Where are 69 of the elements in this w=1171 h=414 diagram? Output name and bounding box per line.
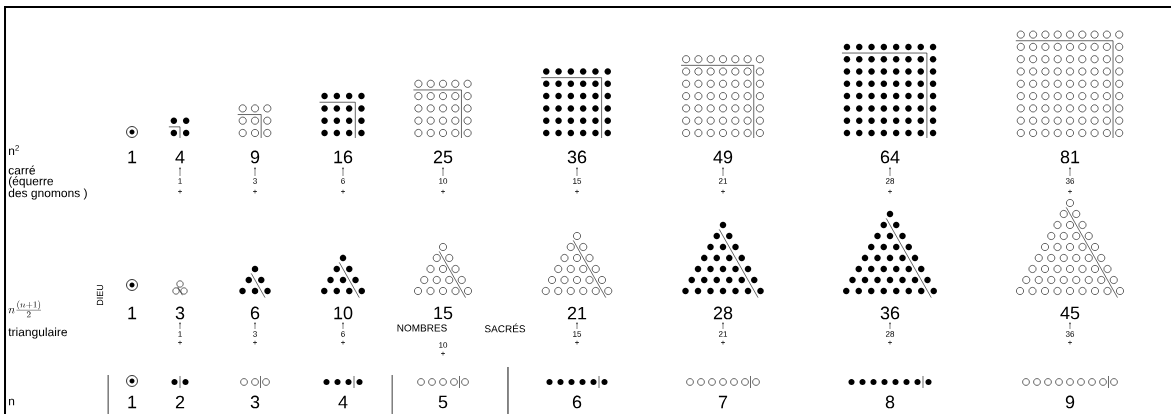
number-label: 7 (718, 395, 728, 409)
number-label: 6 (250, 306, 260, 320)
sum-number: 36 (1065, 331, 1075, 337)
sum-number: 21 (718, 178, 728, 184)
number-label: 9 (250, 150, 260, 164)
plus-sign: + (341, 189, 345, 194)
number-label: 16 (334, 150, 353, 164)
plus-sign: + (888, 189, 892, 194)
sum-number: 10 (439, 342, 448, 348)
row-label: n$^{2}$ (9, 145, 19, 155)
sum-number: 1 (178, 178, 182, 184)
number-label: 28 (713, 306, 733, 320)
sum-number: 15 (573, 331, 582, 337)
plus-sign: + (575, 340, 579, 345)
plus-sign: + (721, 189, 725, 194)
sum-number: 3 (253, 178, 257, 184)
row-label: (équerre (8, 176, 53, 188)
number-label: 25 (433, 150, 453, 164)
plus-sign: + (253, 189, 257, 194)
plus-sign: + (1068, 189, 1072, 194)
number-label: 2 (175, 395, 185, 409)
number-label: 9 (1065, 395, 1075, 409)
number-label: 64 (880, 150, 900, 164)
number-label: 10 (334, 306, 353, 320)
number-label: 3 (175, 306, 185, 320)
plus-sign: + (1068, 340, 1072, 345)
plus-sign: + (441, 351, 445, 356)
number-label: 1 (128, 395, 137, 409)
number-label: 4 (338, 395, 348, 409)
sum-number: 15 (573, 178, 582, 184)
number-label: 5 (438, 395, 448, 409)
number-label: 15 (434, 306, 453, 320)
number-label: 45 (1060, 306, 1080, 320)
heading-label: SACRÉS (484, 323, 526, 333)
row-label: des gnomons ) (8, 188, 87, 200)
number-label: 21 (567, 306, 587, 320)
plus-sign: + (178, 189, 182, 194)
number-label: 8 (885, 395, 895, 409)
number-label: 3 (250, 395, 260, 409)
plus-sign: + (341, 340, 345, 345)
plus-sign: + (253, 340, 257, 345)
sum-number: 21 (718, 331, 728, 337)
number-label: 36 (567, 150, 587, 164)
number-label: 36 (880, 306, 900, 320)
number-label: 1 (128, 306, 137, 320)
sum-number: 6 (341, 331, 345, 337)
sum-number: 28 (885, 178, 895, 184)
sum-number: 6 (341, 178, 345, 184)
sum-number: 36 (1065, 178, 1075, 184)
formula-label: $n\frac{(n+1)}{2}$ (8, 300, 41, 318)
plus-sign: + (888, 340, 892, 345)
number-label: 4 (175, 150, 185, 164)
sum-number: 28 (885, 331, 895, 337)
sum-number: 3 (253, 331, 257, 337)
plus-sign: + (575, 189, 579, 194)
number-label: 6 (572, 395, 582, 409)
number-label: 1 (128, 150, 137, 164)
row-label: n (9, 398, 15, 406)
row-label: triangulaire (8, 327, 68, 339)
sum-number: 1 (178, 331, 182, 337)
number-label: 81 (1060, 150, 1080, 164)
number-label: 49 (713, 150, 733, 164)
plus-sign: + (721, 340, 725, 345)
sum-number: 10 (439, 178, 448, 184)
plus-sign: + (178, 340, 182, 345)
heading-label: NOMBRES (397, 324, 447, 332)
vertical-label: DIEU (96, 284, 104, 305)
row-label: carré (8, 165, 35, 175)
plus-sign: + (441, 189, 445, 194)
